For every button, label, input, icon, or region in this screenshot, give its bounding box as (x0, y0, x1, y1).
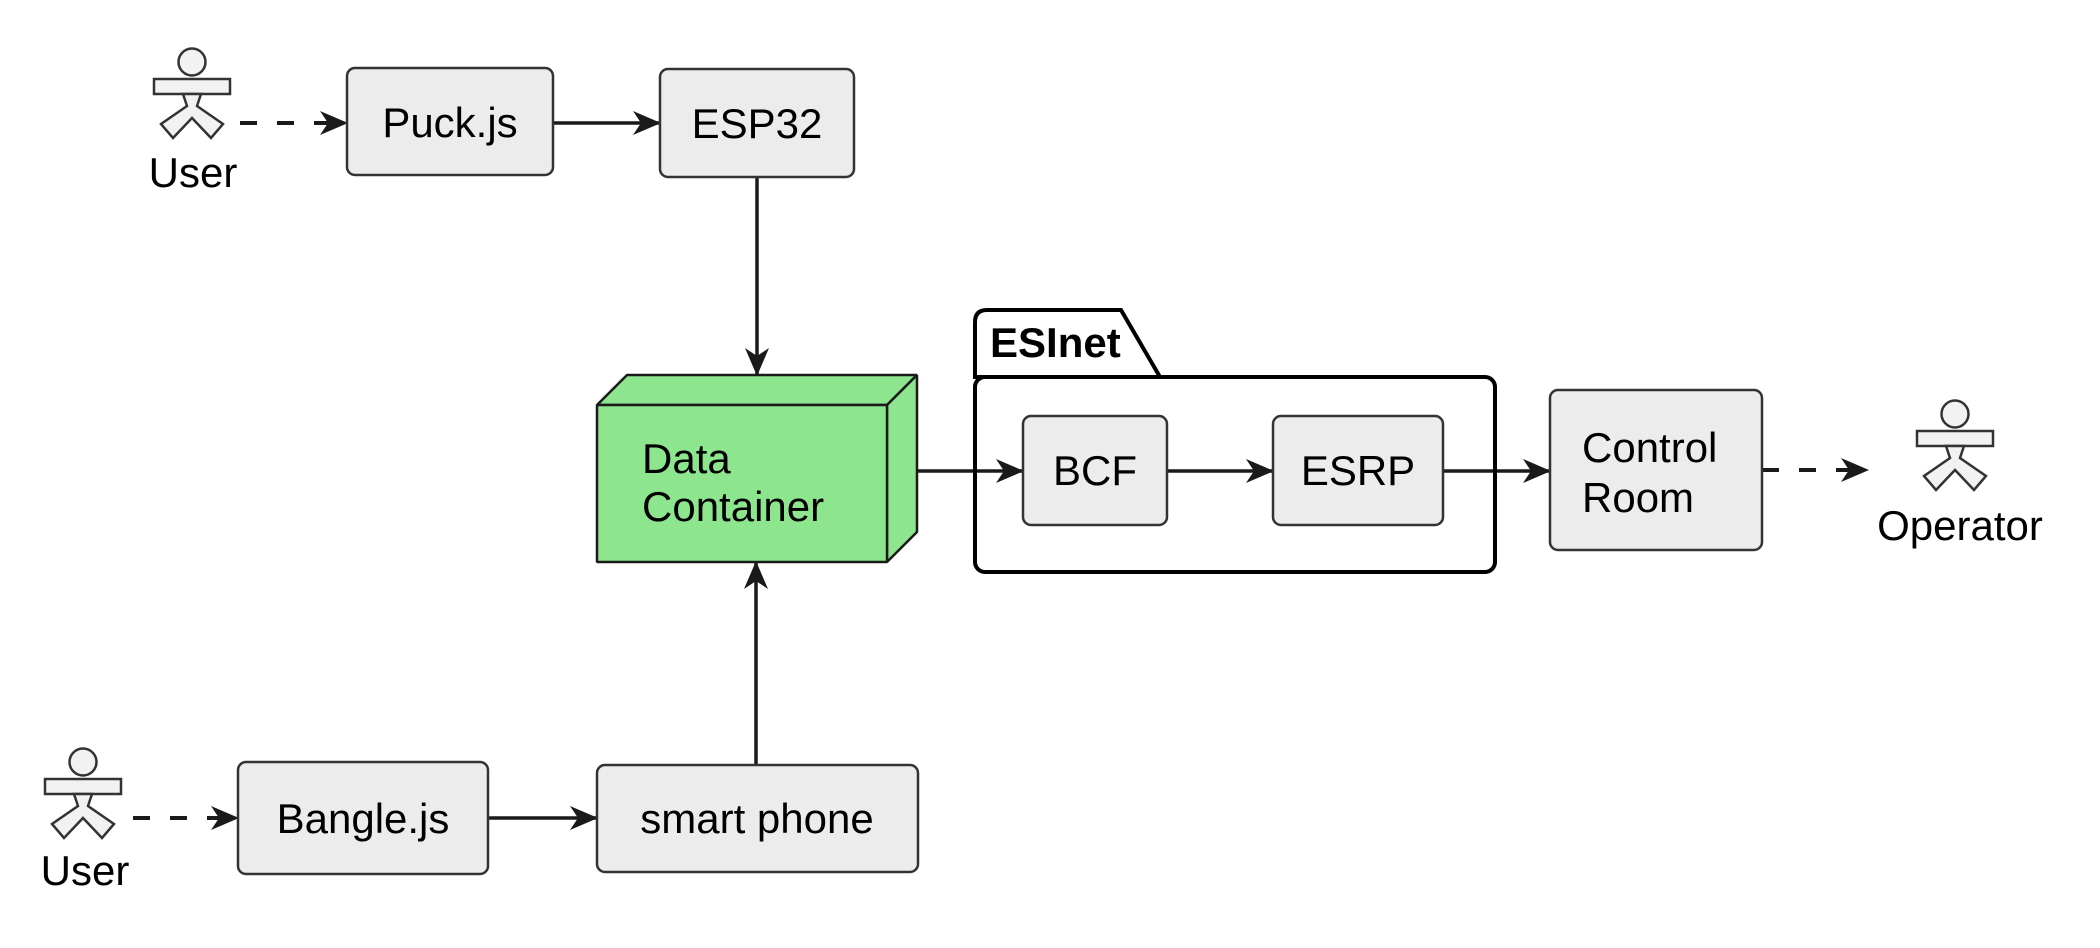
person-icon (152, 47, 232, 140)
node-data-container-label-line1: Data (642, 435, 731, 482)
person-icon (43, 747, 123, 840)
node-smartphone-box (595, 763, 920, 874)
node-data-container: Data Container (595, 373, 919, 564)
node-smartphone-label: smart phone (640, 795, 873, 842)
subgraph-esinet-tab (973, 308, 1164, 379)
data-container-front-face (595, 403, 889, 564)
subgraph-esinet: ESInet (973, 308, 1497, 574)
node-bcf-label: BCF (1053, 447, 1137, 494)
actor-user-top: User (149, 47, 238, 196)
actor-user-top-label: User (149, 149, 238, 196)
node-control-room-label-line2: Room (1582, 474, 1694, 521)
person-icon (1915, 399, 1995, 492)
node-esp32: ESP32 (658, 67, 856, 179)
node-puckjs: Puck.js (345, 66, 555, 177)
node-esrp: ESRP (1271, 414, 1445, 527)
node-smartphone: smart phone (595, 763, 920, 874)
subgraph-esinet-label: ESInet (990, 319, 1121, 366)
node-bcf: BCF (1021, 414, 1169, 527)
node-data-container-label-line2: Container (642, 483, 824, 530)
node-banglejs-label: Bangle.js (277, 795, 450, 842)
actor-operator: Operator (1877, 399, 2043, 549)
node-puckjs-box (345, 66, 555, 177)
data-container-side-face (885, 374, 919, 563)
node-control-room: Control Room (1548, 388, 1764, 552)
node-banglejs-box (236, 760, 490, 876)
actor-user-bottom: User (41, 747, 130, 894)
node-bcf-box (1021, 414, 1169, 527)
node-banglejs: Bangle.js (236, 760, 490, 876)
node-control-room-box (1548, 388, 1764, 552)
data-container-top-face (596, 373, 918, 407)
subgraph-esinet-border (973, 375, 1497, 574)
node-esrp-label: ESRP (1301, 447, 1415, 494)
node-esp32-box (658, 67, 856, 179)
actor-operator-label: Operator (1877, 502, 2043, 549)
node-control-room-label-line1: Control (1582, 424, 1717, 471)
node-puckjs-label: Puck.js (382, 99, 517, 146)
node-esp32-label: ESP32 (692, 100, 823, 147)
actor-user-bottom-label: User (41, 847, 130, 894)
node-esrp-box (1271, 414, 1445, 527)
